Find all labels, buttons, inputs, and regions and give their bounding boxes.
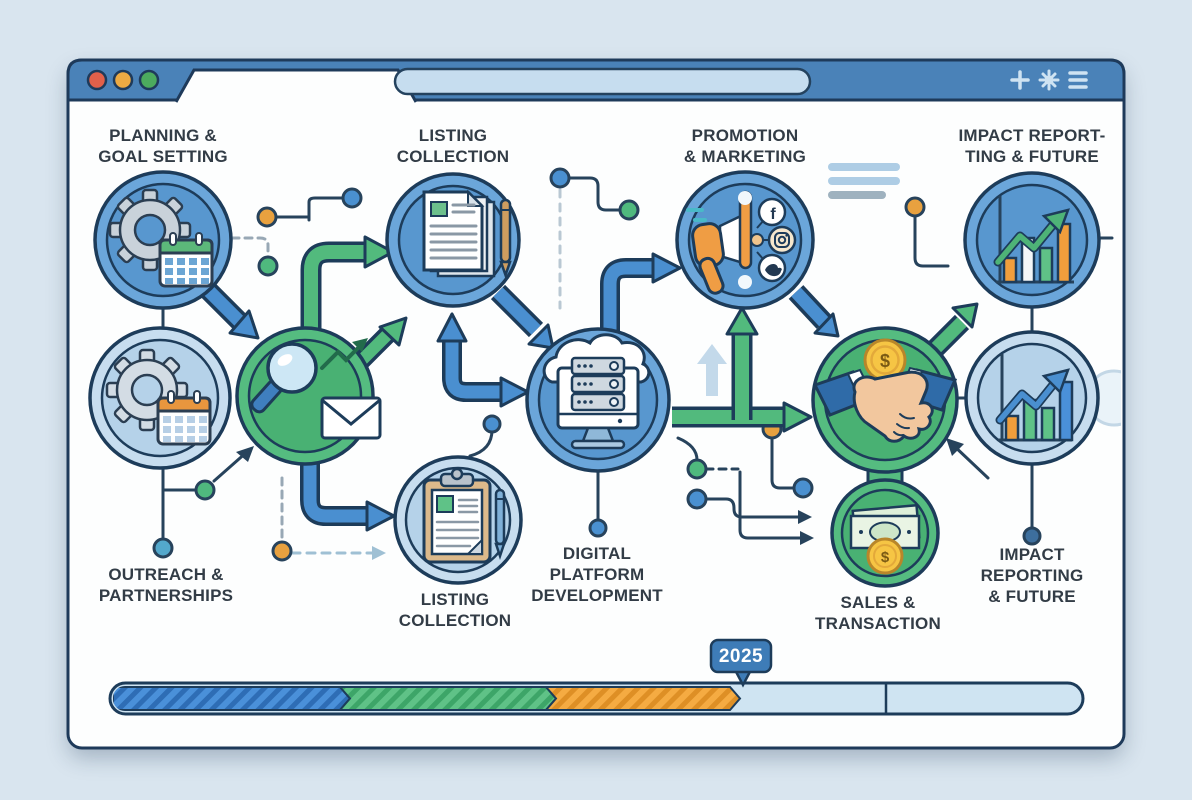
small-dot (738, 275, 752, 289)
cloud-server-monitor-icon (542, 333, 651, 450)
text-placeholder-lines (828, 163, 900, 199)
blue-dot (152, 537, 174, 559)
magnifier-envelope-icon (250, 338, 382, 440)
connectors (152, 167, 1121, 562)
blue-dot (1022, 526, 1042, 546)
hands (852, 370, 934, 443)
blue-dot (482, 414, 502, 434)
arrow-hub-to-clipboard (300, 436, 396, 532)
green-dot (686, 458, 708, 480)
year-badge (709, 638, 773, 688)
orange-dot (271, 540, 293, 562)
node-money: $ (830, 478, 940, 588)
window-control-maximize[interactable] (138, 69, 160, 91)
pen-icon (494, 488, 506, 560)
arrow-digital-to-sales (672, 401, 813, 433)
browser-tab[interactable] (174, 68, 418, 103)
facebook-icon: f (757, 197, 787, 227)
twitter-icon (757, 253, 787, 283)
timeline-bar (108, 638, 1085, 716)
node-impact-top (963, 171, 1101, 309)
handshake-coin-icon: $ (812, 338, 958, 443)
svg-text:$: $ (880, 351, 890, 371)
green-dot (257, 255, 279, 277)
node-digital-platform (525, 327, 671, 473)
arrow-planning-to-hub (198, 280, 260, 340)
orange-dot (256, 206, 278, 228)
envelope-icon (320, 396, 382, 440)
svg-text:f: f (770, 206, 776, 223)
arrow-hub-to-listing (300, 235, 395, 334)
orange-dot (904, 196, 926, 218)
green-dot (194, 479, 216, 501)
documents-pen-icon (422, 189, 512, 279)
arrow-digital-to-promotion (600, 252, 682, 334)
megaphone-social-icon: f (686, 190, 797, 295)
small-dot (738, 191, 752, 205)
node-planning (93, 170, 233, 310)
magnifier-icon (250, 342, 318, 414)
window-control-minimize[interactable] (112, 69, 134, 91)
green-dot (618, 199, 640, 221)
timeline-segment-phase-1 (113, 686, 352, 711)
blue-dot (341, 187, 363, 209)
svg-text:$: $ (881, 549, 890, 566)
calendar-icon (158, 232, 214, 288)
node-research-hub (235, 326, 382, 466)
address-bar[interactable] (393, 67, 812, 96)
menu-icon[interactable] (1068, 71, 1088, 89)
server-icon (570, 356, 626, 412)
coin-icon: $ (866, 537, 904, 575)
node-sales: $ (811, 326, 959, 492)
pen-icon (499, 198, 512, 279)
gear-icon[interactable] (1038, 69, 1060, 91)
cash-coin-icon: $ (849, 503, 921, 575)
node-listing-bottom (393, 455, 523, 585)
timeline-segment-phase-3 (543, 686, 742, 711)
timeline-segment-phase-2 (337, 686, 558, 711)
node-impact-bottom (964, 330, 1100, 466)
arrow-listing-digital-elbow (436, 312, 530, 408)
arrows (198, 235, 979, 532)
bar-chart-growth-icon (993, 196, 1074, 284)
node-promotion: f (675, 170, 815, 310)
blue-dot (792, 477, 814, 499)
blue-dot (549, 167, 571, 189)
node-listing-top (385, 172, 521, 308)
plus-icon[interactable] (1010, 70, 1030, 90)
trend-arrow (320, 344, 362, 370)
window-control-close[interactable] (86, 69, 108, 91)
arrow-sales-to-impact (924, 302, 979, 360)
calendar-icon (156, 390, 212, 446)
arrow-promotion-to-sales (788, 285, 840, 338)
gear-calendar-icon (105, 348, 212, 446)
arrow-listing-to-digital (490, 284, 555, 350)
arrow-branch-to-promotion (725, 306, 759, 424)
clipboard-pen-icon (422, 467, 506, 564)
faint-up-arrow (697, 344, 727, 396)
bar-chart-arrow-icon (995, 354, 1074, 442)
megaphone-handle (698, 256, 725, 295)
node-outreach (88, 326, 232, 470)
gear-calendar-icon (108, 188, 214, 288)
instagram-icon (767, 225, 797, 255)
flowchart: f (88, 163, 1121, 716)
blue-dot (588, 518, 608, 538)
blue-dot (686, 488, 708, 510)
